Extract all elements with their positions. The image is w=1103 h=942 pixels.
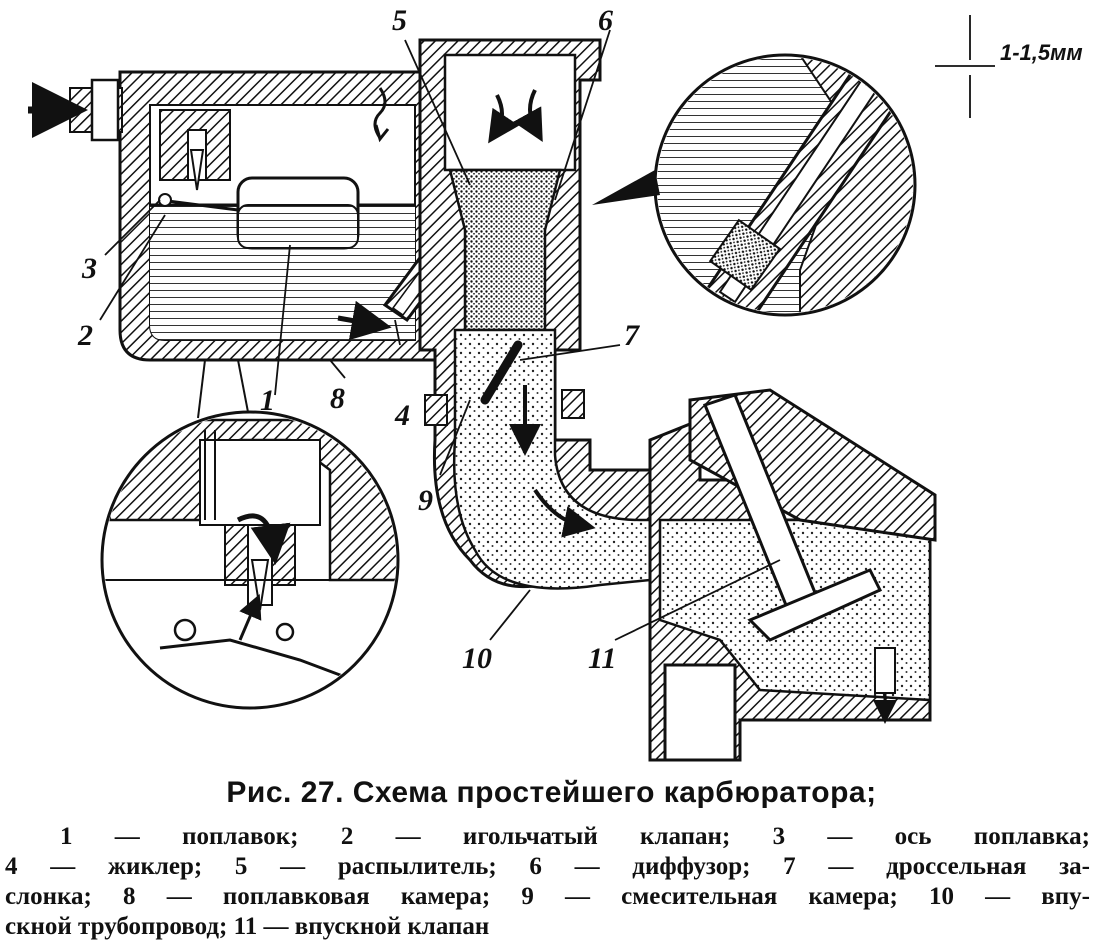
jet-detail-view: [592, 53, 917, 317]
legend-line-1: 1 — поплавок; 2 — игольчатый клапан; 3 —…: [60, 823, 1090, 850]
label-6: 6: [598, 4, 613, 37]
caption-legend: 1 — поплавок; 2 — игольчатый клапан; 3 —…: [5, 822, 1090, 942]
needle-valve-detail-view: [100, 359, 400, 710]
label-4: 4: [394, 399, 410, 432]
label-8: 8: [330, 382, 345, 415]
figure-caption: Рис. 27. Схема простейшего карбюратора; …: [0, 770, 1103, 940]
label-5: 5: [392, 4, 407, 37]
caption-title: Рис. 27. Схема простейшего карбюратора;: [226, 776, 877, 809]
legend-line-3: слонка; 8 — поплавковая камера; 9 — смес…: [5, 883, 1090, 910]
label-10: 10: [462, 642, 492, 675]
leader-lines: [99, 15, 995, 641]
legend-line-4: скной трубопровод; 11 — впускной клапан: [5, 913, 490, 940]
intake-manifold: [648, 388, 937, 762]
label-11: 11: [588, 642, 616, 675]
mixing-chamber: [418, 38, 652, 590]
label-2: 2: [77, 319, 93, 352]
label-9: 9: [418, 484, 433, 517]
throttle-plate: [480, 340, 523, 405]
dimension-label: 1-1,5мм: [1000, 40, 1083, 65]
carburetor-diagram: 1 2 3 4 5 6 7 8 9 10 11 1-1,5мм: [28, 4, 1083, 762]
legend-line-2: 4 — жиклер; 5 — распылитель; 6 — диффузо…: [5, 853, 1090, 880]
float-chamber: [28, 70, 442, 362]
label-7: 7: [624, 319, 640, 352]
label-1: 1: [260, 384, 275, 417]
label-3: 3: [81, 252, 97, 285]
